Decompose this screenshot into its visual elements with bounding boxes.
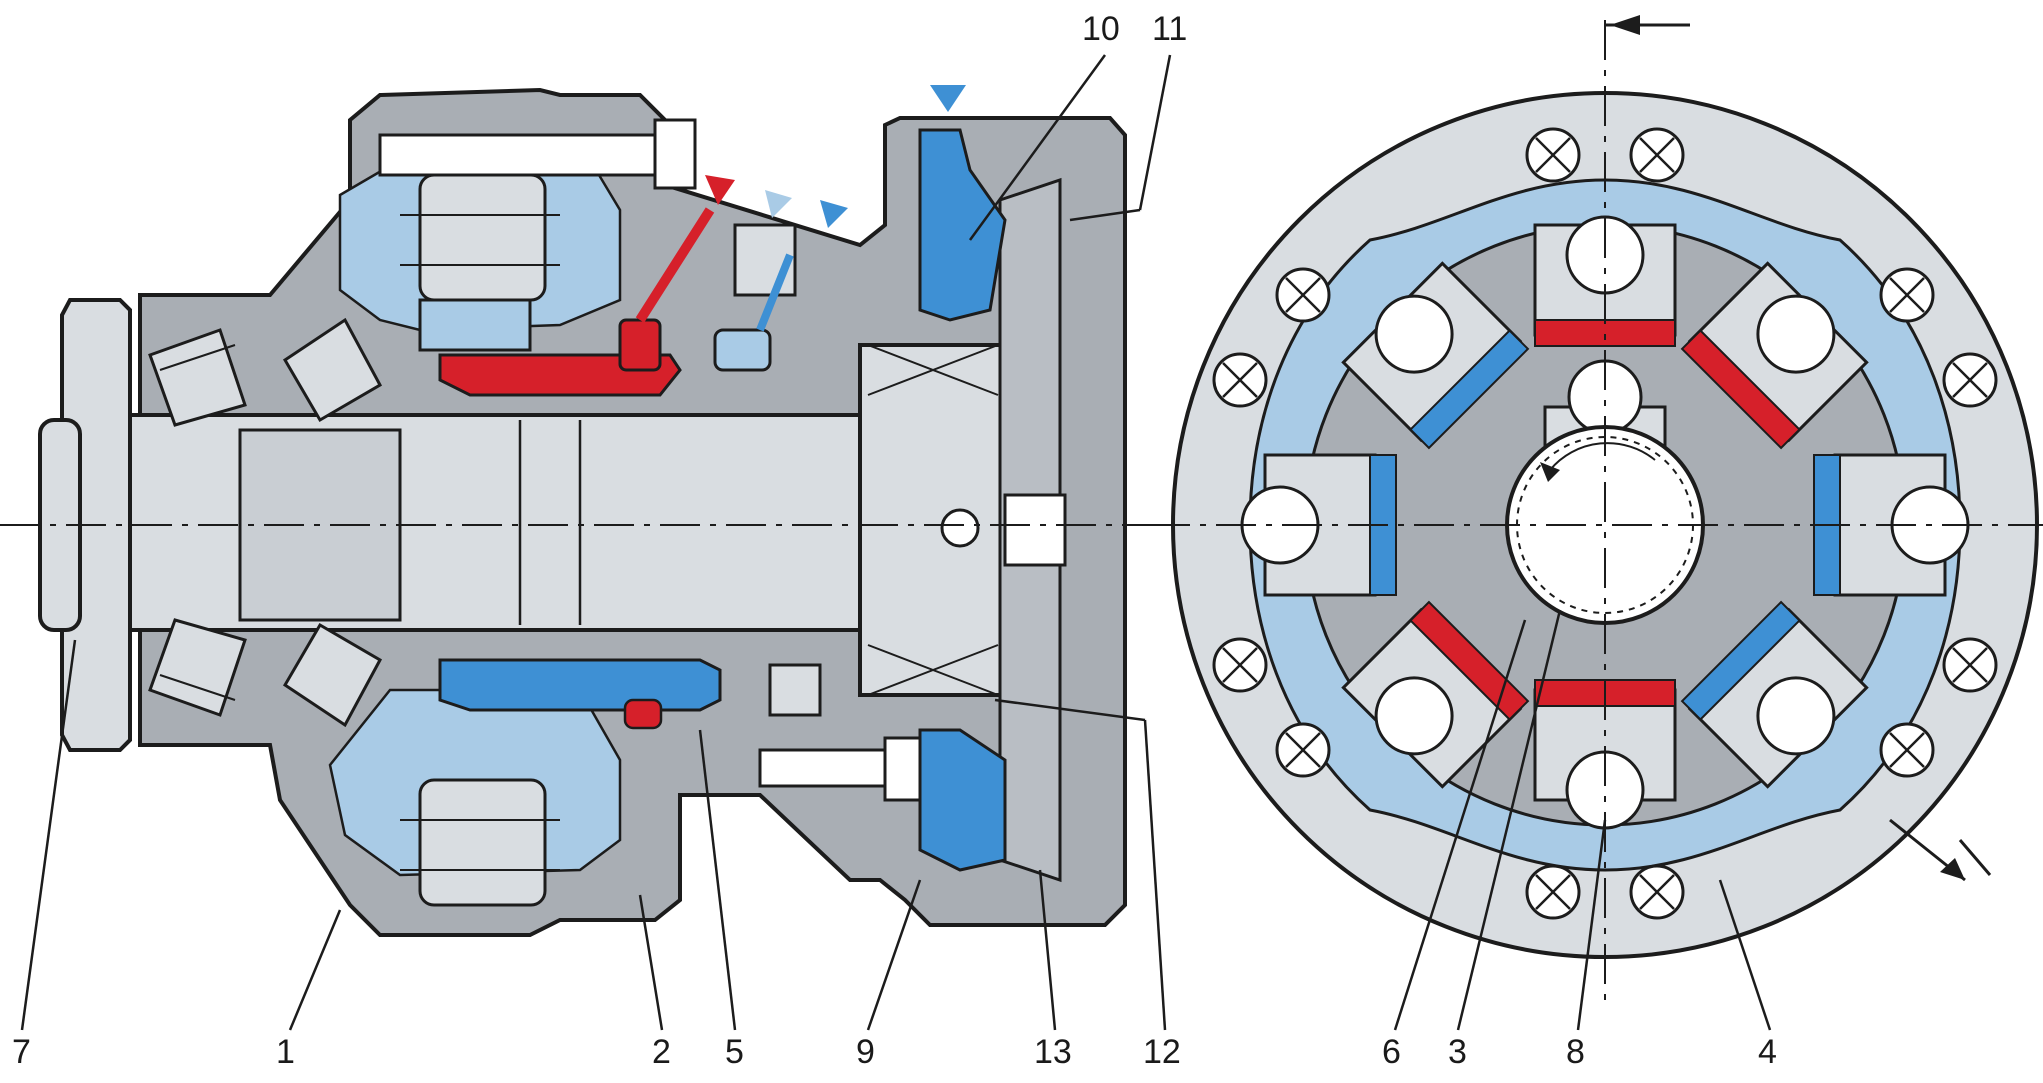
piston-lower-left bbox=[1341, 600, 1530, 789]
section-view bbox=[0, 85, 1150, 937]
top-bolt bbox=[378, 133, 662, 177]
bearing-left-lower bbox=[148, 618, 247, 717]
center-pin bbox=[940, 508, 980, 548]
arrow-lightblue-1 bbox=[765, 190, 792, 218]
callout-8: 8 bbox=[1566, 1033, 1585, 1071]
roller-upper bbox=[418, 173, 547, 302]
callout-2: 2 bbox=[652, 1033, 671, 1071]
check-valve-upper bbox=[713, 328, 772, 372]
center-nut bbox=[1003, 493, 1067, 567]
top-bolt-head bbox=[653, 118, 697, 190]
leader-lines bbox=[20, 54, 1772, 1031]
callout-3: 3 bbox=[1448, 1033, 1467, 1071]
callout-10: 10 bbox=[1082, 10, 1120, 48]
end-view bbox=[1150, 15, 2043, 1000]
callout-11: 11 bbox=[1152, 10, 1188, 48]
section-arrow-bottom-icon bbox=[1940, 858, 1965, 880]
bearing-mid-upper bbox=[282, 317, 383, 423]
distributor-lower bbox=[918, 728, 1007, 872]
arrow-blue-2 bbox=[820, 200, 848, 228]
callout-4: 4 bbox=[1758, 1033, 1777, 1071]
splined-hub bbox=[1505, 425, 1705, 625]
arrow-red bbox=[705, 175, 735, 205]
callout-1: 1 bbox=[276, 1033, 295, 1071]
rotation-arrow-icon bbox=[1549, 442, 1656, 471]
red-seal-lower bbox=[623, 698, 663, 730]
bearing-mid-lower bbox=[282, 622, 383, 728]
piston-block-upper bbox=[418, 298, 532, 352]
callout-5: 5 bbox=[725, 1033, 744, 1071]
piston-lower-right bbox=[1680, 600, 1869, 789]
callout-13: 13 bbox=[1034, 1033, 1072, 1071]
fitting-lower bbox=[768, 663, 822, 717]
callout-7: 7 bbox=[12, 1033, 31, 1071]
red-valve bbox=[618, 318, 662, 372]
piston-upper-left bbox=[1341, 261, 1530, 450]
callout-12: 12 bbox=[1143, 1033, 1181, 1071]
bearing-right bbox=[858, 343, 1007, 697]
section-arrow-top-icon bbox=[1610, 15, 1640, 35]
piston-upper-right bbox=[1680, 261, 1869, 450]
callout-6: 6 bbox=[1382, 1033, 1401, 1071]
bearing-left-upper bbox=[148, 328, 247, 427]
callout-9: 9 bbox=[856, 1033, 875, 1071]
distributor-upper bbox=[918, 128, 1007, 322]
lower-bolt bbox=[758, 748, 892, 788]
roller-lower bbox=[418, 778, 547, 907]
arrow-blue-top bbox=[930, 85, 966, 112]
pressure-piston-lower bbox=[438, 658, 722, 712]
